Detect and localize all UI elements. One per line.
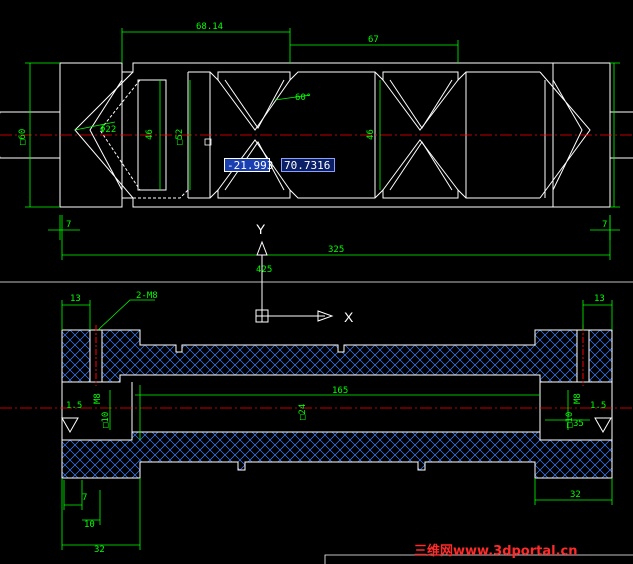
title-block-edge	[324, 554, 633, 564]
dim-60: □60	[18, 129, 28, 145]
top-view-dimensions	[25, 28, 620, 260]
ucs-icon	[255, 240, 334, 323]
dim-13-left: 13	[70, 294, 81, 304]
dim-2-m8: 2-M8	[136, 291, 158, 301]
dim-52: □52	[175, 129, 185, 145]
section-view	[61, 325, 613, 479]
cursor-pickbox	[204, 138, 212, 146]
dynamic-input-y[interactable]: 70.7316	[281, 158, 335, 172]
dim-67: 67	[368, 35, 379, 45]
ucs-x-label: X	[344, 309, 354, 325]
dim-1-5-right: 1.5	[590, 401, 606, 411]
watermark-cn: 三维网	[414, 544, 454, 559]
watermark: 三维网www.3dportal.cn	[414, 540, 578, 559]
dim-10-bottom: 10	[84, 520, 95, 530]
dim-165: 165	[332, 386, 348, 396]
dim-46-left: 46	[145, 129, 155, 140]
dim-32-left: 32	[94, 545, 105, 555]
dim-24: □24	[298, 404, 308, 420]
dim-68-14: 68.14	[196, 22, 223, 32]
dim-m8-left: M8	[93, 393, 103, 404]
dim-325: 325	[328, 245, 344, 255]
dim-10-left: □10	[101, 412, 111, 428]
dim-7-left: 7	[66, 220, 71, 230]
ucs-y-label: Y	[256, 221, 266, 237]
watermark-url: www.3dportal.cn	[453, 544, 578, 559]
dim-32-right: 32	[570, 490, 581, 500]
dim-angle: 60°	[295, 93, 311, 103]
dim-425: 425	[256, 265, 272, 275]
dynamic-input-x[interactable]: -21.993	[224, 158, 273, 172]
dim-1-5-left: 1.5	[66, 401, 82, 411]
dim-46-right: 46	[366, 129, 376, 140]
dim-m8-right: M8	[573, 393, 583, 404]
top-view	[0, 62, 633, 208]
dim-7-bottom: 7	[82, 493, 87, 503]
dim-phi22: Φ22	[100, 125, 116, 135]
dim-7-right: 7	[602, 220, 607, 230]
dim-10-right: □10	[565, 412, 575, 428]
section-view-dimensions	[61, 299, 613, 550]
dim-35: 35	[573, 419, 584, 429]
dim-13-right: 13	[594, 294, 605, 304]
